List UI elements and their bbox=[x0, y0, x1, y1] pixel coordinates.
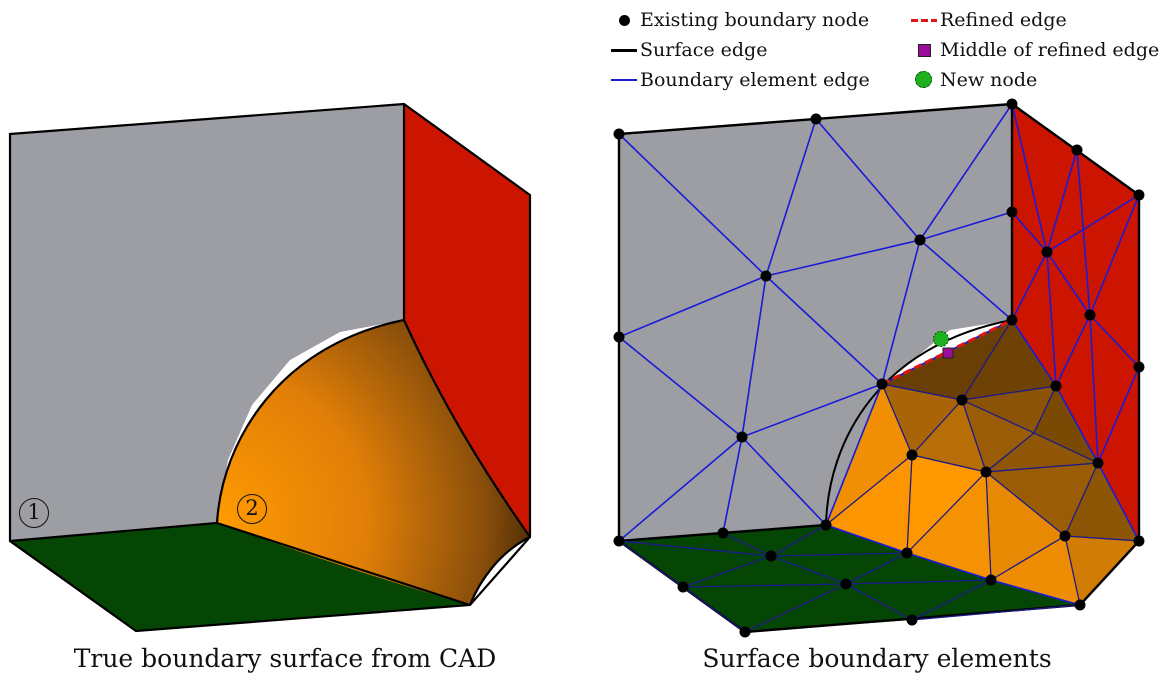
green-face bbox=[10, 523, 470, 631]
boundary-node bbox=[810, 113, 822, 125]
boundary-node bbox=[1084, 309, 1096, 321]
orange-curved-face bbox=[217, 320, 530, 605]
boundary-node bbox=[906, 614, 918, 626]
boundary-node bbox=[739, 626, 751, 638]
boundary-node bbox=[613, 331, 625, 343]
green-face-mesh-edges bbox=[618, 524, 1081, 633]
boundary-node bbox=[980, 466, 992, 478]
grey-face bbox=[10, 104, 404, 541]
legend: Existing boundary node Surface edge Boun… bbox=[610, 4, 1170, 94]
legend-item-new-node: New node bbox=[910, 68, 1037, 92]
new-node bbox=[933, 331, 949, 347]
boundary-node bbox=[914, 234, 926, 246]
legend-label: Surface edge bbox=[640, 39, 768, 61]
boundary-node bbox=[1092, 457, 1104, 469]
true-surface-arc bbox=[825, 319, 1013, 526]
boundary-node bbox=[956, 394, 968, 406]
black-line-icon bbox=[610, 38, 640, 62]
boundary-node bbox=[1050, 380, 1062, 392]
caption-boundary-elements: Surface boundary elements bbox=[702, 644, 1052, 673]
legend-label: Boundary element edge bbox=[640, 69, 870, 91]
boundary-node bbox=[1006, 98, 1018, 110]
boundary-node bbox=[840, 578, 852, 590]
red-dashed-line-icon bbox=[910, 8, 940, 32]
refined-edge-midpoint bbox=[942, 347, 954, 359]
boundary-node bbox=[1133, 189, 1145, 201]
purple-square-icon bbox=[910, 38, 940, 62]
legend-label: Existing boundary node bbox=[640, 9, 870, 31]
legend-item-boundary-element-edge: Boundary element edge bbox=[610, 68, 870, 92]
boundary-node bbox=[820, 519, 832, 531]
boundary-node bbox=[1059, 530, 1071, 542]
legend-item-refined-edge: Refined edge bbox=[910, 8, 1067, 32]
boundary-node bbox=[1006, 206, 1018, 218]
boundary-node bbox=[736, 431, 748, 443]
mesh-orange-triangles bbox=[824, 318, 1141, 607]
region-marker-1: 1 bbox=[19, 498, 49, 528]
boundary-node bbox=[1074, 599, 1086, 611]
blue-line-icon bbox=[610, 68, 640, 92]
boundary-node bbox=[717, 527, 729, 539]
green-circle-icon bbox=[910, 68, 940, 92]
boundary-node bbox=[1133, 535, 1145, 547]
cad-surface-edges bbox=[8, 102, 532, 633]
legend-label: Middle of refined edge bbox=[940, 39, 1160, 61]
boundary-node bbox=[1041, 246, 1053, 258]
black-dot-icon bbox=[610, 8, 640, 32]
boundary-node bbox=[1071, 144, 1083, 156]
legend-item-middle-refined-edge: Middle of refined edge bbox=[910, 38, 1159, 62]
boundary-node bbox=[985, 574, 997, 586]
boundary-node bbox=[1006, 314, 1018, 326]
red-face bbox=[404, 104, 530, 537]
boundary-node bbox=[760, 270, 772, 282]
legend-item-surface-edge: Surface edge bbox=[610, 38, 767, 62]
boundary-node bbox=[906, 449, 918, 461]
boundary-node bbox=[613, 535, 625, 547]
boundary-node bbox=[1133, 361, 1145, 373]
region-marker-2: 2 bbox=[237, 494, 267, 524]
caption-cad-surface: True boundary surface from CAD bbox=[73, 644, 497, 673]
legend-label: New node bbox=[940, 69, 1038, 91]
mesh-red-face bbox=[1012, 104, 1139, 541]
boundary-node bbox=[677, 581, 689, 593]
cad-model bbox=[8, 102, 532, 633]
boundary-node bbox=[765, 550, 777, 562]
legend-label: Refined edge bbox=[940, 9, 1067, 31]
legend-item-existing-node: Existing boundary node bbox=[610, 8, 869, 32]
boundary-node bbox=[613, 128, 625, 140]
existing-boundary-nodes bbox=[613, 98, 1145, 638]
boundary-node bbox=[876, 378, 888, 390]
mesh-model bbox=[613, 98, 1145, 638]
boundary-node bbox=[901, 547, 913, 559]
